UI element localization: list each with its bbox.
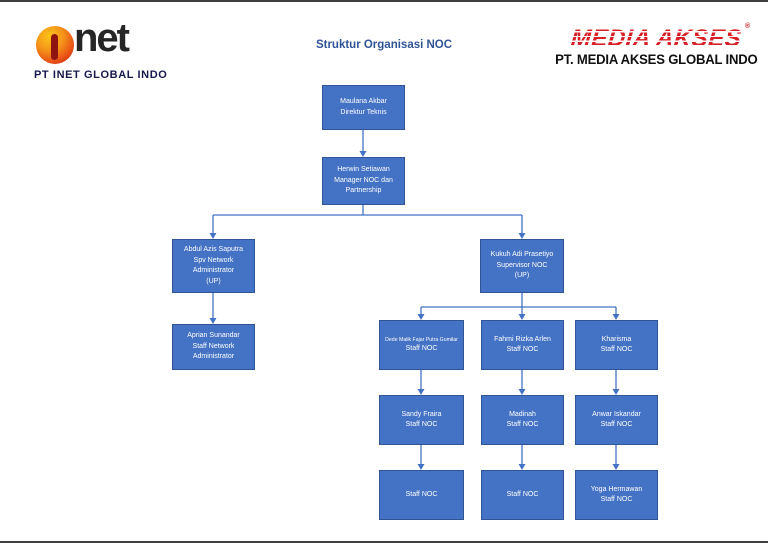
inet-company-name: PT INET GLOBAL INDO bbox=[34, 69, 168, 81]
node-text-line: Maulana Akbar bbox=[340, 98, 387, 105]
node-text-line: Staff NOC bbox=[506, 421, 539, 428]
node-text-line: Staff NOC bbox=[600, 346, 633, 353]
org-node-staff-noc-vacant-2: Staff NOC bbox=[481, 470, 564, 520]
node-text-line: Aprian Sunandar bbox=[187, 332, 240, 340]
node-text-line: Dede Malik Fajar Putra Gumilar bbox=[385, 336, 458, 343]
node-text-line: Anwar Iskandar bbox=[592, 410, 641, 418]
node-text-line: Staff NOC bbox=[405, 421, 438, 428]
node-text-line: Sandy Fraira bbox=[401, 410, 442, 418]
node-text-line: Staff NOC bbox=[405, 344, 438, 352]
node-text-line: Administrator bbox=[192, 353, 235, 361]
org-node-staff-noc-vacant-1: Staff NOC bbox=[379, 470, 464, 520]
org-node-staff-noc-sandy: Sandy Fraira Staff NOC bbox=[379, 395, 464, 445]
node-text-line: Supervisor NOC bbox=[496, 261, 548, 269]
node-text-line: Staff NOC bbox=[600, 421, 633, 428]
org-node-staff-noc-dede: Dede Malik Fajar Putra Gumilar Staff NOC bbox=[379, 320, 464, 370]
node-text-line: Kukuh Adi Prasetiyo bbox=[490, 251, 554, 259]
org-node-staff-network: Aprian Sunandar Staff Network Administra… bbox=[172, 324, 255, 370]
node-text-line: Manager NOC dan bbox=[334, 176, 393, 184]
org-node-staff-noc-fahmi: Fahmi Rizka Arlen Staff NOC bbox=[481, 320, 564, 370]
node-text-line: Staff NOC bbox=[506, 346, 539, 353]
node-text-line: Fahmi Rizka Arlen bbox=[494, 335, 551, 343]
registered-trademark-icon: ® bbox=[745, 23, 751, 30]
node-text-line: Staff Network bbox=[192, 342, 235, 350]
node-text-line: (UP) bbox=[514, 272, 530, 280]
org-node-staff-noc-yoga: Yoga Hermawan Staff NOC bbox=[575, 470, 658, 520]
node-text-line: Herwin Setiawan bbox=[337, 166, 390, 174]
org-node-spv-network: Abdul Azis Saputra Spv Network Administr… bbox=[172, 239, 255, 293]
node-text-line: Staff NOC bbox=[405, 490, 438, 498]
node-text-line: Staff NOC bbox=[506, 490, 539, 498]
node-text-line: Administrator bbox=[192, 267, 235, 274]
node-text-line: Direktur Teknis bbox=[340, 108, 387, 116]
inet-i-stem bbox=[51, 34, 58, 60]
org-node-supervisor-noc: Kukuh Adi Prasetiyo Supervisor NOC (UP) bbox=[480, 239, 564, 293]
node-text-line: Madinah bbox=[509, 410, 536, 418]
media-akses-logo: MEDIA AKSES ® PT. MEDIA AKSES GLOBAL IND… bbox=[552, 23, 760, 68]
page-title: Struktur Organisasi NOC bbox=[315, 39, 453, 51]
org-node-staff-noc-kharisma: Kharisma Staff NOC bbox=[575, 320, 658, 370]
node-text-line: Spv Network bbox=[193, 256, 234, 264]
node-text-line: Yoga Hermawan bbox=[590, 485, 643, 493]
node-text-line: Partnership bbox=[345, 187, 382, 195]
node-text-line: (UP) bbox=[206, 277, 221, 285]
org-node-manager-noc: Herwin Setiawan Manager NOC dan Partners… bbox=[322, 157, 405, 205]
node-text-line: Staff NOC bbox=[600, 496, 633, 503]
node-text-line: Kharisma bbox=[601, 335, 632, 343]
org-node-direktur-teknis: Maulana Akbar Direktur Teknis bbox=[322, 85, 405, 130]
org-node-staff-noc-madinah: Madinah Staff NOC bbox=[481, 395, 564, 445]
org-node-staff-noc-anwar: Anwar Iskandar Staff NOC bbox=[575, 395, 658, 445]
node-text-line: Abdul Azis Saputra bbox=[183, 246, 244, 253]
inet-logo: net PT INET GLOBAL INDO bbox=[28, 16, 193, 88]
media-akses-company-name: PT. MEDIA AKSES GLOBAL INDO bbox=[555, 52, 758, 68]
inet-wordmark: net bbox=[74, 16, 130, 60]
media-akses-wordmark: MEDIA AKSES bbox=[569, 25, 743, 52]
